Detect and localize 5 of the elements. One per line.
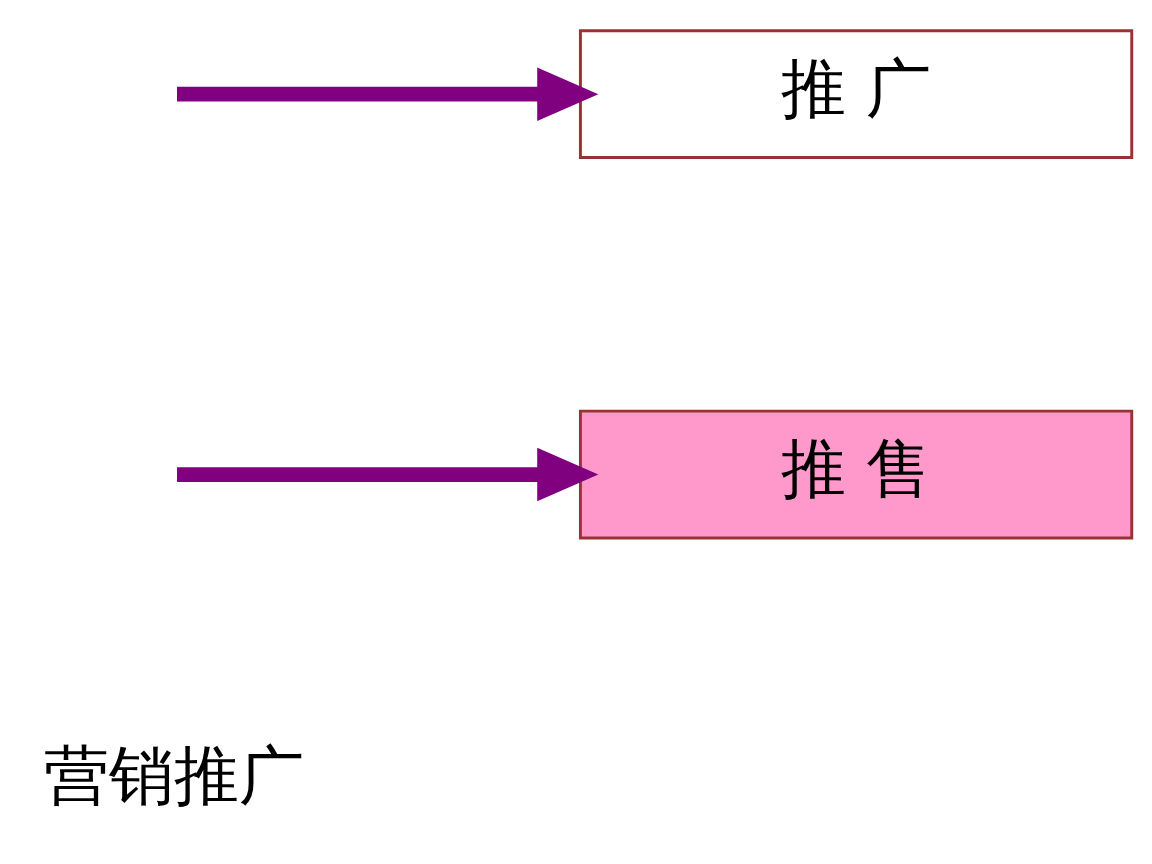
node-box: 推 广 [578, 28, 1134, 159]
arrow [177, 66, 599, 121]
node-box: 推 售 [578, 409, 1134, 539]
arrow [177, 447, 599, 501]
node-text: 营销推广 [43, 737, 304, 813]
